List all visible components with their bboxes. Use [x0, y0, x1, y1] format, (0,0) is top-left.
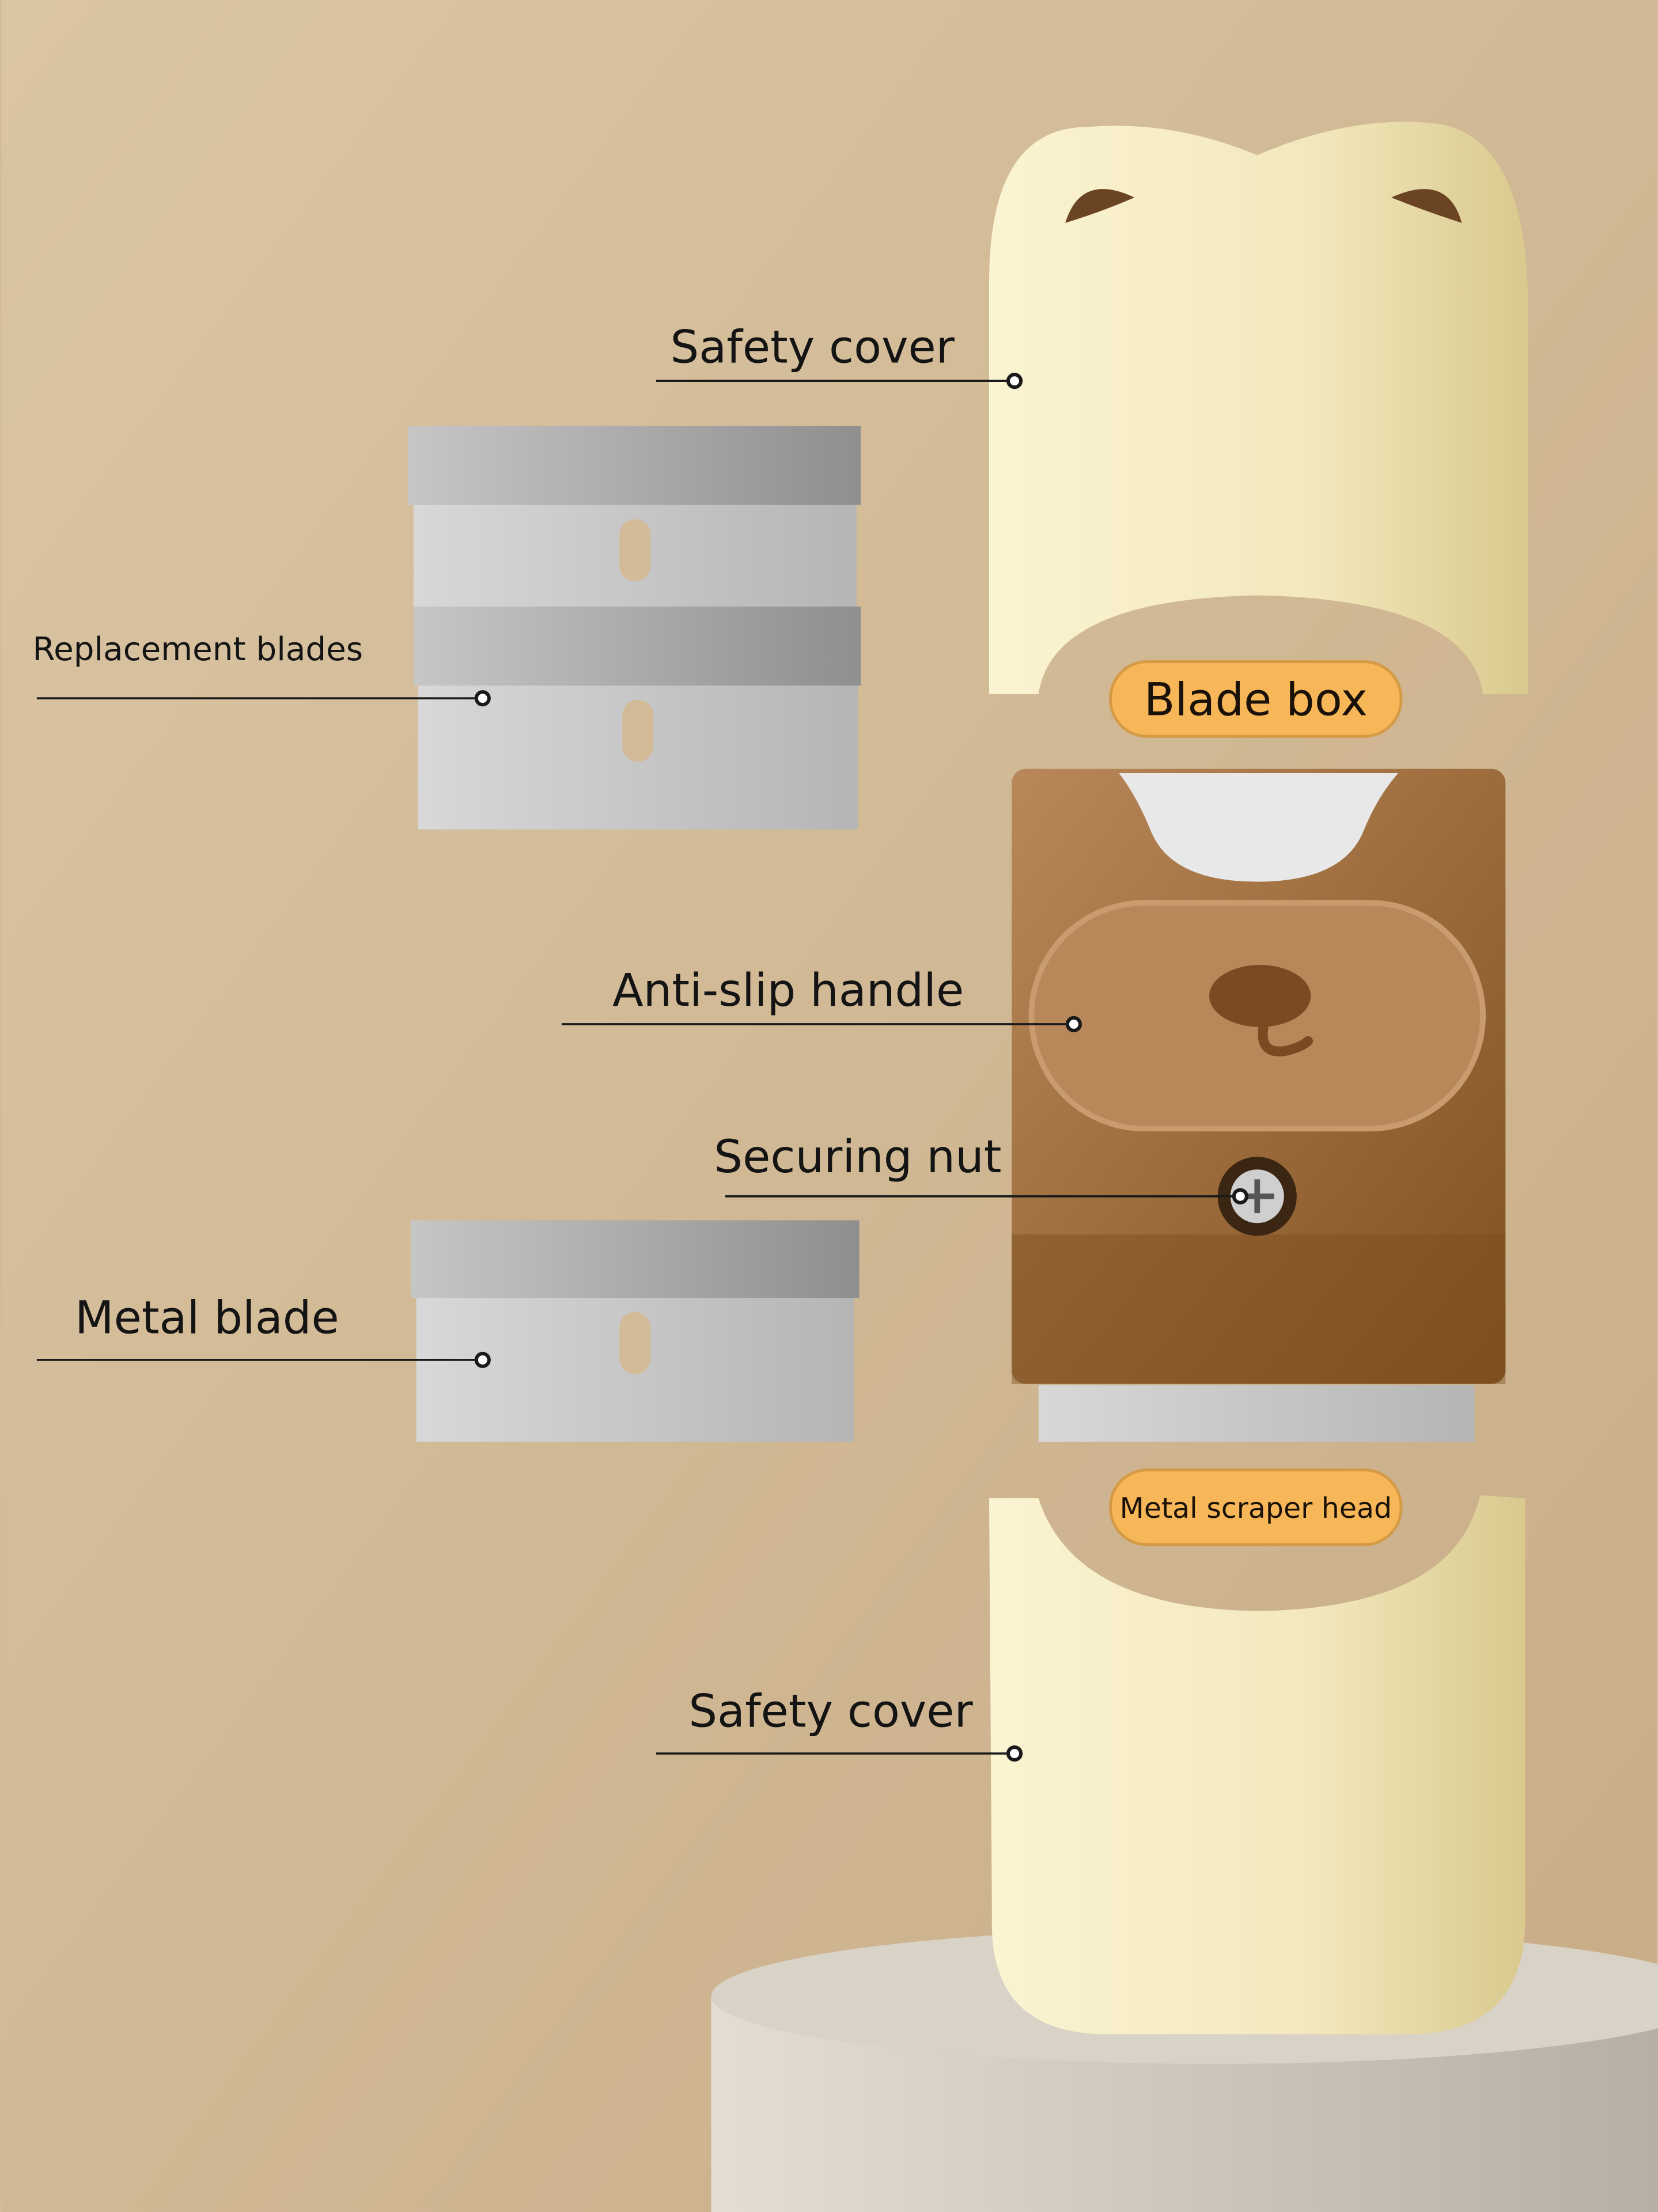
anti-slip-handle-label: Anti-slip handle — [612, 964, 964, 1017]
metal-scraper-head-label: Metal scraper head — [1120, 1492, 1392, 1525]
callout-dot — [1006, 1745, 1023, 1762]
replacement-blades — [407, 426, 861, 830]
callout-dot — [474, 690, 491, 707]
metal-scraper-head-badge: Metal scraper head — [1109, 1468, 1403, 1547]
callout-dot — [1065, 1016, 1082, 1033]
bear-nose-icon — [1209, 965, 1311, 1027]
replacement-blades-label: Replacement blades — [33, 631, 364, 668]
anti-slip-handle — [1012, 768, 1506, 1442]
blade-box-label: Blade box — [1144, 674, 1368, 726]
callout-dot — [474, 1351, 491, 1368]
callout-dot — [1006, 373, 1023, 389]
blade-box-badge: Blade box — [1109, 660, 1403, 738]
top-safety-cover — [989, 122, 1528, 694]
securing-nut-label: Securing nut — [714, 1131, 1001, 1183]
top-cover-label: Safety cover — [670, 321, 955, 373]
metal-blade — [410, 1220, 860, 1442]
ear-icon — [1065, 189, 1135, 223]
ear-icon — [1391, 189, 1462, 223]
metal-blade-label: Metal blade — [75, 1291, 339, 1344]
bottom-cover-label: Safety cover — [688, 1685, 973, 1738]
callout-dot — [1232, 1188, 1248, 1205]
bottom-safety-cover — [989, 1495, 1525, 2035]
